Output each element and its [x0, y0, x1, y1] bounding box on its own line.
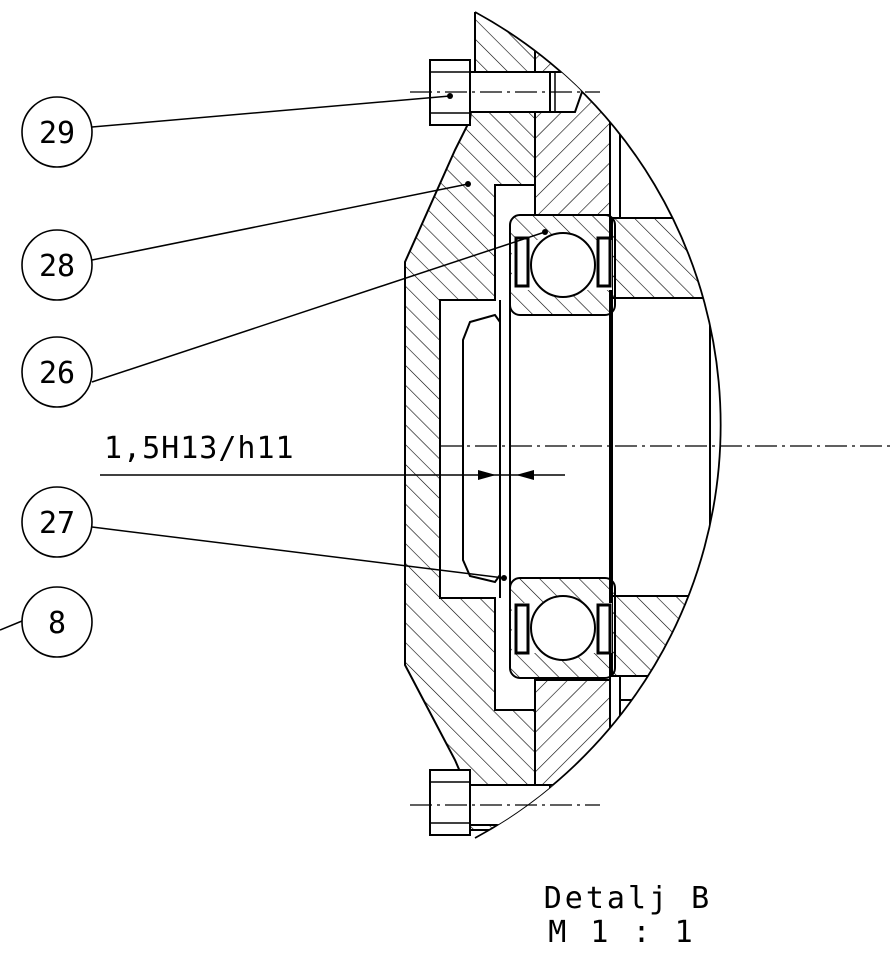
structure-lines — [609, 12, 721, 830]
scale-caption: M 1 : 1 — [548, 915, 695, 950]
balloon-29-label: 29 — [39, 116, 75, 151]
balloon-8: 8 — [21, 586, 93, 658]
bearing-upper-26 — [509, 214, 616, 316]
balloon-28: 28 — [21, 229, 93, 301]
flange-plate — [534, 12, 611, 216]
balloon-26-label: 26 — [39, 356, 75, 391]
shaft-hub-lower — [611, 595, 711, 677]
leader-dots — [447, 93, 548, 581]
circlip-27 — [462, 313, 501, 584]
balloon-27: 27 — [21, 486, 93, 558]
flange-plate-lower — [534, 679, 611, 831]
balloon-27-label: 27 — [39, 506, 75, 541]
leader-lines — [0, 95, 546, 631]
balloon-26: 26 — [21, 336, 93, 408]
balloon-8-label: 8 — [48, 606, 66, 641]
bearing-lower — [509, 577, 616, 679]
detail-caption: Detalj B — [544, 881, 713, 916]
balloon-28-label: 28 — [39, 249, 75, 284]
dimension-callout: 1,5H13/h11 — [100, 431, 565, 480]
shaft-hub-lower-right — [790, 596, 892, 676]
balloon-29: 29 — [21, 96, 93, 168]
section-view — [404, 12, 892, 836]
shaft-hub-upper-right — [790, 218, 892, 298]
shaft-hub-upper — [611, 217, 711, 299]
dimension-label: 1,5H13/h11 — [104, 431, 295, 466]
center-lines — [410, 91, 892, 806]
